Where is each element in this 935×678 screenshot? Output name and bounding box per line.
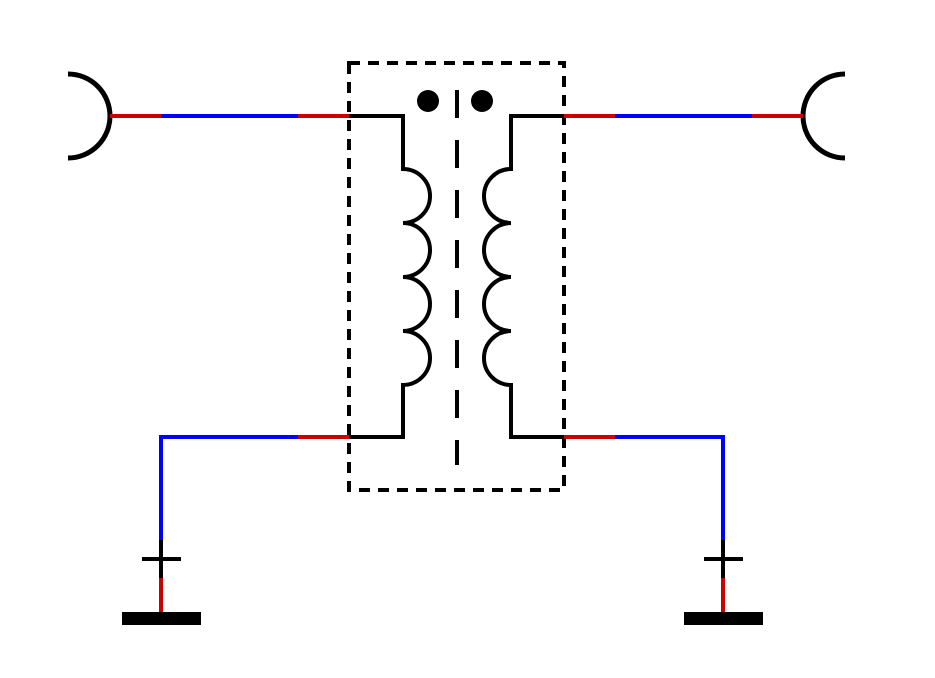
left-return-wire: [159, 435, 298, 540]
primary-polarity-dot: [417, 90, 439, 112]
right-return-wire: [615, 435, 725, 540]
right-ground-symbol: [684, 612, 763, 625]
output-connector: [800, 71, 846, 161]
primary-winding: [349, 114, 432, 439]
input-connector: [67, 71, 113, 161]
shield-enclosure: [347, 61, 566, 492]
secondary-polarity-dot: [471, 90, 493, 112]
secondary-winding: [482, 114, 564, 439]
left-ground-symbol: [122, 612, 201, 625]
